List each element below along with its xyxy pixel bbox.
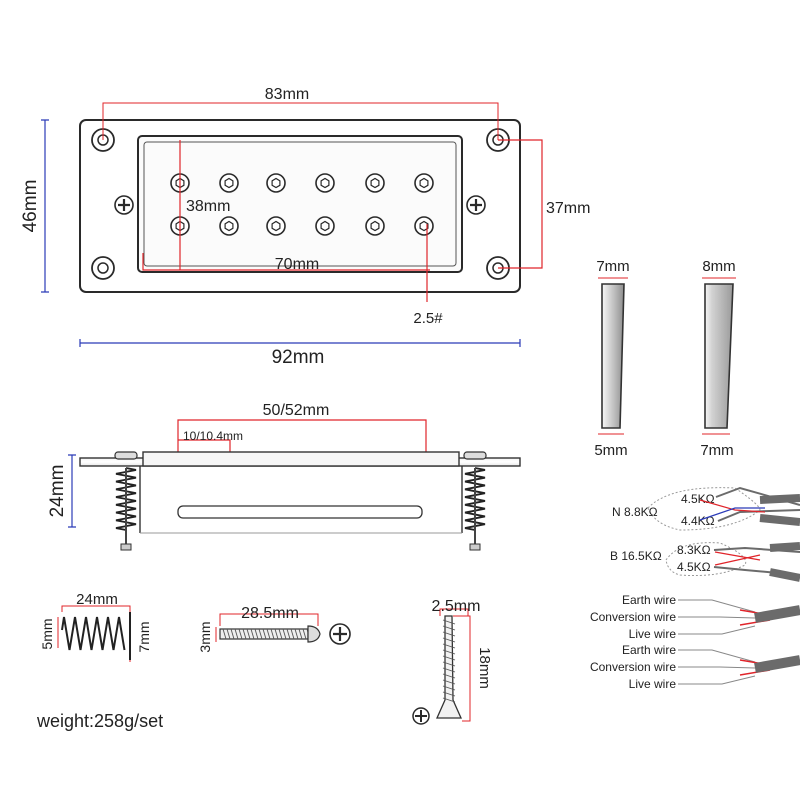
dim-pole-size: 2.5# <box>413 310 443 327</box>
dim-inner-height: 38mm <box>186 198 230 215</box>
profile-right-top-label: 8mm <box>702 258 735 275</box>
screw-head-icon <box>329 623 351 645</box>
pole-piece-icon <box>266 173 286 193</box>
g2-earth-wire-label: Earth wire <box>622 643 676 657</box>
long-screw-length-label: 28.5mm <box>241 605 299 622</box>
dim-total-width: 92mm <box>272 347 325 368</box>
profile-left-bar <box>601 283 625 429</box>
profile-left-top-label: 7mm <box>596 258 629 275</box>
pole-pieces <box>170 173 434 236</box>
front-view: 50/52mm 10/10.4mm 24mm <box>47 402 521 551</box>
g2-conversion-wire-label: Conversion wire <box>590 660 676 674</box>
pole-piece-icon <box>315 216 335 236</box>
spring-icon <box>61 612 131 660</box>
wood-screw-length-label: 18mm <box>476 647 493 689</box>
dim-cover-width: 50/52mm <box>263 402 330 419</box>
screw-head-icon <box>412 707 430 725</box>
profile-left-bottom-label: 5mm <box>594 442 627 459</box>
front-spring-right <box>464 467 486 551</box>
pole-piece-icon <box>365 216 385 236</box>
g1-live-wire-label: Live wire <box>629 627 677 641</box>
bridge-coil-a: 8.3KΩ <box>677 543 711 557</box>
dim-pole-offset: 10/10.4mm <box>183 429 243 443</box>
front-spring-left <box>115 467 137 551</box>
dim-front-height: 24mm <box>47 465 68 518</box>
pickup-cover <box>137 135 463 273</box>
mounting-hole <box>91 256 115 280</box>
wood-screw-body <box>435 615 463 719</box>
long-screw-diameter-label: 3mm <box>197 621 213 652</box>
screw-head-icon <box>114 195 134 215</box>
top-view: 83mm 46mm 38mm 70mm 37mm 2.5# 92mm <box>20 86 590 368</box>
wood-screw-detail: 2.5mm 18mm <box>412 598 493 725</box>
bridge-coil-b: 4.5KΩ <box>677 560 711 574</box>
neck-label: N 8.8KΩ <box>612 505 658 519</box>
pole-piece-icon <box>315 173 335 193</box>
pole-piece-icon <box>266 216 286 236</box>
profile-right-bottom-label: 7mm <box>700 442 733 459</box>
profile-right-bar <box>704 283 734 429</box>
neck-coil-a: 4.5KΩ <box>681 492 715 506</box>
spring-detail: 24mm 5mm 7mm <box>39 591 152 662</box>
screw-head-icon <box>466 195 486 215</box>
dim-inner-width: 70mm <box>275 256 319 273</box>
g2-live-wire-label: Live wire <box>629 677 677 691</box>
side-profiles: 7mm 5mm 8mm 7mm <box>594 258 736 459</box>
spring-right-diameter-label: 7mm <box>136 621 152 652</box>
weight-label: weight:258g/set <box>36 711 163 731</box>
dim-height: 46mm <box>20 180 41 233</box>
spring-left-diameter-label: 5mm <box>39 618 55 649</box>
pole-piece-icon <box>219 216 239 236</box>
front-cover <box>142 451 460 467</box>
dim-outer-height: 37mm <box>546 200 590 217</box>
wood-screw-diameter-label: 2.5mm <box>432 598 481 615</box>
g1-earth-wire-label: Earth wire <box>622 593 676 607</box>
pole-piece-icon <box>414 216 434 236</box>
long-screw-detail: 28.5mm 3mm <box>197 605 351 653</box>
spring-length-label: 24mm <box>76 591 118 608</box>
pole-piece-icon <box>219 173 239 193</box>
pole-piece-icon <box>365 173 385 193</box>
bridge-label: B 16.5KΩ <box>610 549 662 563</box>
pole-piece-icon <box>414 173 434 193</box>
dim-mount-spacing: 83mm <box>265 86 309 103</box>
g1-conversion-wire-label: Conversion wire <box>590 610 676 624</box>
wiring-diagram: N 8.8KΩ 4.5KΩ 4.4KΩ B 16.5KΩ 8.3KΩ 4.5KΩ… <box>590 486 800 691</box>
